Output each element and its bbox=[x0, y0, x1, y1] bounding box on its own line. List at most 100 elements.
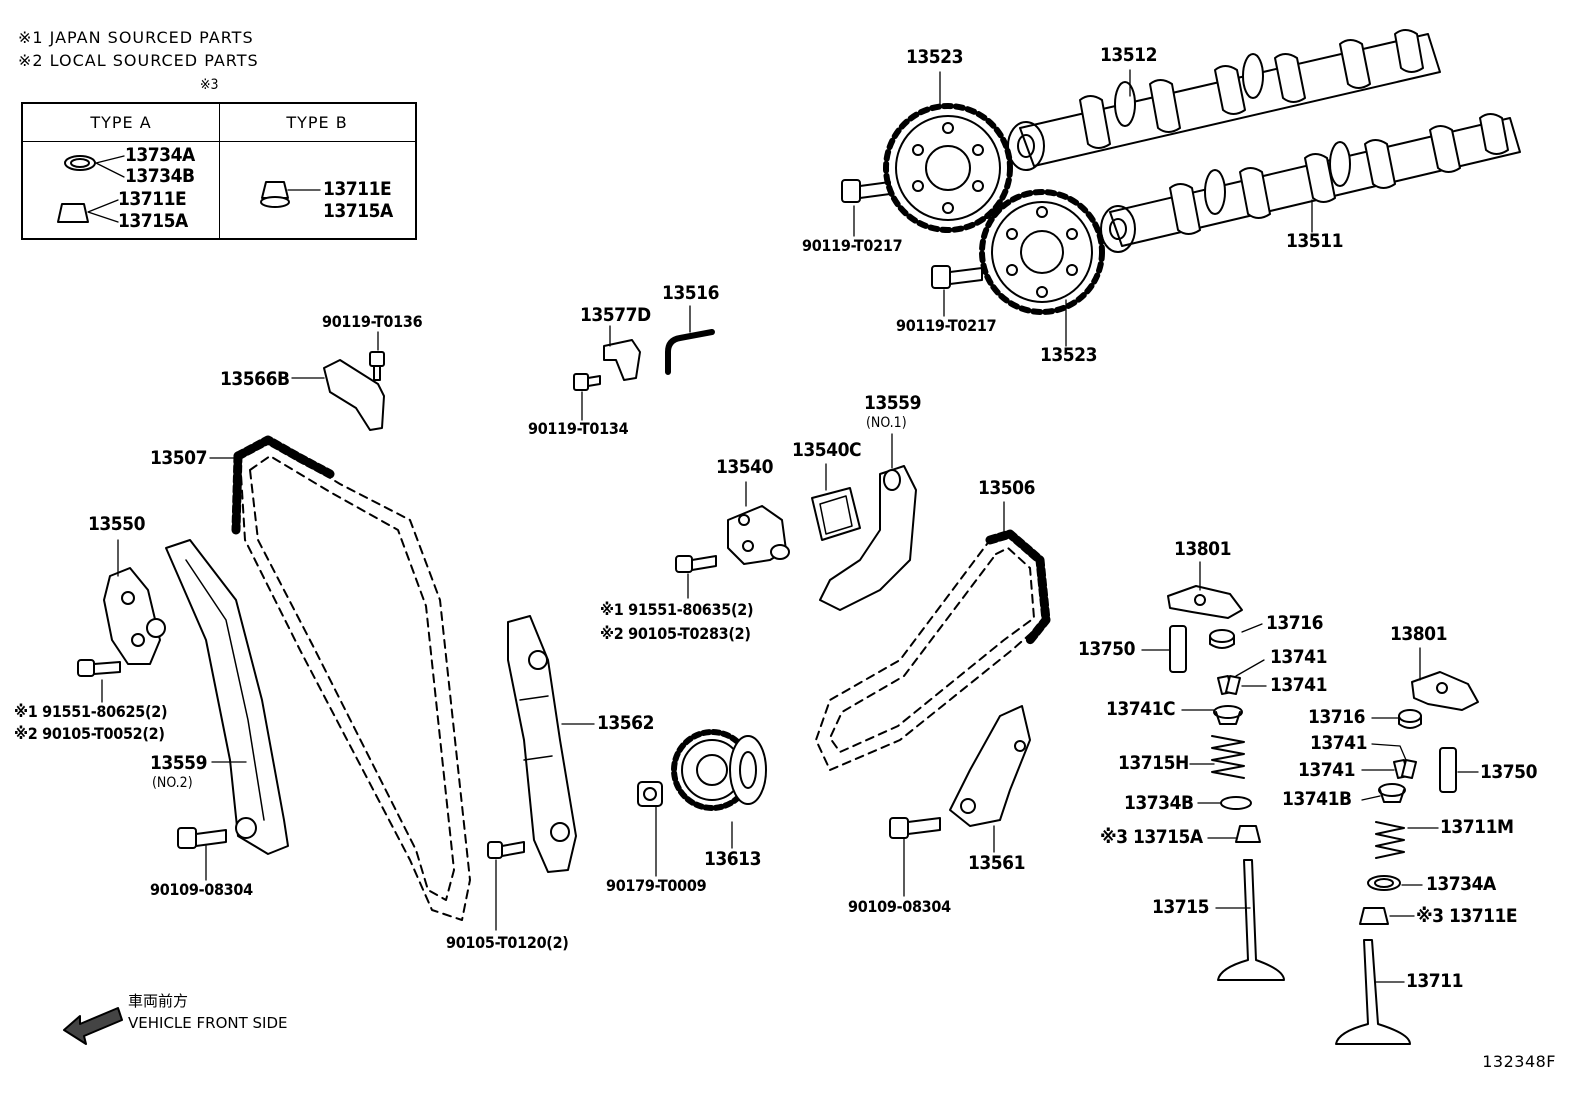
chain-slipper-13559-no2-drawing bbox=[165, 539, 289, 855]
stem-seal-13715a-drawing bbox=[1235, 825, 1261, 843]
cam-sprocket-upper-drawing bbox=[883, 103, 1013, 233]
gasket-13540c-drawing bbox=[811, 487, 861, 541]
vehicle-front-en: VEHICLE FRONT SIDE bbox=[128, 1014, 288, 1032]
part-label-13523-lower[interactable]: 13523 bbox=[1040, 344, 1097, 366]
part-label-13516[interactable]: 13516 bbox=[662, 282, 719, 304]
note-japan-sourced: ※1 JAPAN SOURCED PARTS bbox=[18, 28, 254, 47]
type-table-reference: ※3 bbox=[200, 77, 219, 93]
part-label-13715[interactable]: 13715 bbox=[1152, 896, 1209, 918]
rocker-arm-13801-left-drawing bbox=[1167, 585, 1243, 619]
part-label-13734b[interactable]: 13734B bbox=[1124, 792, 1194, 814]
rocker-arm-13801-right-drawing bbox=[1411, 671, 1479, 711]
type-a-part-2[interactable]: 13734B bbox=[125, 165, 195, 187]
spring-seat-13734a-drawing bbox=[1367, 875, 1401, 891]
part-label-no1: (NO.1) bbox=[866, 415, 907, 431]
part-label-13741-right-2[interactable]: 13741 bbox=[1298, 759, 1355, 781]
spring-retainer-13741b-drawing bbox=[1378, 783, 1406, 803]
part-label-13559-no1[interactable]: 13559 bbox=[864, 392, 921, 414]
part-label-13566b[interactable]: 13566B bbox=[220, 368, 290, 390]
stem-seal-13711e-drawing bbox=[1359, 907, 1389, 925]
part-label-13741c[interactable]: 13741C bbox=[1106, 698, 1176, 720]
leader-lines bbox=[87, 69, 1479, 983]
bracket-13577d-drawing bbox=[573, 339, 641, 391]
part-label-13801-left[interactable]: 13801 bbox=[1174, 538, 1231, 560]
timing-chain-13506-drawing bbox=[815, 529, 1051, 771]
part-label-13507[interactable]: 13507 bbox=[150, 447, 207, 469]
part-label-13523-upper[interactable]: 13523 bbox=[906, 46, 963, 68]
part-label-90109-08304-left[interactable]: 90109-08304 bbox=[150, 880, 253, 899]
type-a-part-1[interactable]: 13734A bbox=[125, 144, 195, 166]
type-table-icons bbox=[57, 155, 290, 223]
chain-tensioner-13540-drawing bbox=[727, 505, 790, 565]
type-table-divider bbox=[219, 104, 220, 238]
part-label-90119-t0136[interactable]: 90119-T0136 bbox=[322, 312, 423, 331]
crank-sprocket-13613-drawing bbox=[637, 729, 767, 811]
type-b-part-2[interactable]: 13715A bbox=[323, 200, 393, 222]
part-label-13716-left[interactable]: 13716 bbox=[1266, 612, 1323, 634]
type-b-header: TYPE B bbox=[219, 104, 415, 142]
camshaft-upper-drawing bbox=[1007, 29, 1441, 171]
part-label-13511[interactable]: 13511 bbox=[1286, 230, 1343, 252]
sprocket-bolt-lower-drawing bbox=[931, 265, 983, 289]
part-label-13711e[interactable]: ※3 13711E bbox=[1416, 905, 1518, 927]
part-label-13741-right-1[interactable]: 13741 bbox=[1310, 732, 1367, 754]
part-label-90119-t0217-lower[interactable]: 90119-T0217 bbox=[896, 316, 997, 335]
part-label-13512[interactable]: 13512 bbox=[1100, 44, 1157, 66]
chain-slipper-13559-no1-drawing bbox=[819, 465, 917, 611]
part-label-91551-80625[interactable]: ※1 91551-80625(2) bbox=[14, 702, 168, 721]
part-label-no2: (NO.2) bbox=[152, 775, 193, 791]
part-label-13613[interactable]: 13613 bbox=[704, 848, 761, 870]
sprocket-bolt-upper-drawing bbox=[841, 179, 891, 203]
camshaft-lower-drawing bbox=[1100, 113, 1521, 253]
part-label-13741-left-2[interactable]: 13741 bbox=[1270, 674, 1327, 696]
part-label-13562[interactable]: 13562 bbox=[597, 712, 654, 734]
note-local-sourced: ※2 LOCAL SOURCED PARTS bbox=[18, 51, 259, 70]
part-label-13716-right[interactable]: 13716 bbox=[1308, 706, 1365, 728]
valve-spring-13715h-drawing bbox=[1211, 735, 1245, 779]
part-label-90119-t0134[interactable]: 90119-T0134 bbox=[528, 419, 629, 438]
part-label-13540c[interactable]: 13540C bbox=[792, 439, 862, 461]
type-a-part-3[interactable]: 13711E bbox=[118, 188, 187, 210]
bracket-13566b-drawing bbox=[323, 351, 385, 431]
pipe-13516-drawing bbox=[665, 329, 715, 375]
part-label-13741-left-1[interactable]: 13741 bbox=[1270, 646, 1327, 668]
type-a-header: TYPE A bbox=[23, 104, 219, 142]
type-a-part-4[interactable]: 13715A bbox=[118, 210, 188, 232]
part-label-13750-left[interactable]: 13750 bbox=[1078, 638, 1135, 660]
part-label-13734a[interactable]: 13734A bbox=[1426, 873, 1496, 895]
part-label-90179-t0009[interactable]: 90179-T0009 bbox=[606, 876, 707, 895]
part-label-13577d[interactable]: 13577D bbox=[580, 304, 651, 326]
lash-adjuster-13750-left-drawing bbox=[1169, 625, 1187, 673]
type-table: TYPE A TYPE B bbox=[21, 102, 417, 240]
part-label-13561[interactable]: 13561 bbox=[968, 852, 1025, 874]
part-label-13801-right[interactable]: 13801 bbox=[1390, 623, 1447, 645]
valve-keeper-right-drawing bbox=[1393, 759, 1417, 779]
part-label-13711[interactable]: 13711 bbox=[1406, 970, 1463, 992]
part-label-13715h[interactable]: 13715H bbox=[1118, 752, 1189, 774]
valve-spring-13711m-drawing bbox=[1375, 821, 1405, 859]
part-label-13711m[interactable]: 13711M bbox=[1440, 816, 1514, 838]
part-label-13506[interactable]: 13506 bbox=[978, 477, 1035, 499]
source-notes: ※1 JAPAN SOURCED PARTS ※2 LOCAL SOURCED … bbox=[18, 26, 259, 72]
part-label-13715a[interactable]: ※3 13715A bbox=[1100, 826, 1203, 848]
type-b-part-1[interactable]: 13711E bbox=[323, 178, 392, 200]
part-label-13741b[interactable]: 13741B bbox=[1282, 788, 1352, 810]
part-label-90105-t0052[interactable]: ※2 90105-T0052(2) bbox=[14, 724, 165, 743]
part-label-13559-no2[interactable]: 13559 bbox=[150, 752, 207, 774]
part-label-13540[interactable]: 13540 bbox=[716, 456, 773, 478]
part-label-90119-t0217-upper[interactable]: 90119-T0217 bbox=[802, 236, 903, 255]
part-label-90105-t0120[interactable]: 90105-T0120(2) bbox=[446, 933, 569, 952]
intake-valve-13715-drawing bbox=[1217, 859, 1285, 981]
timing-chain-13507-drawing bbox=[231, 435, 471, 921]
part-label-91551-80635[interactable]: ※1 91551-80635(2) bbox=[600, 600, 754, 619]
part-label-13750-right[interactable]: 13750 bbox=[1480, 761, 1537, 783]
vehicle-front-jp: 車両前方 bbox=[128, 992, 189, 1010]
part-label-90109-08304-right[interactable]: 90109-08304 bbox=[848, 897, 951, 916]
front-arrow-icon bbox=[63, 1007, 123, 1045]
part-label-13550[interactable]: 13550 bbox=[88, 513, 145, 535]
valve-stem-cap-13716-left-drawing bbox=[1209, 629, 1235, 649]
part-label-90105-t0283[interactable]: ※2 90105-T0283(2) bbox=[600, 624, 751, 643]
lash-adjuster-13750-right-drawing bbox=[1439, 747, 1457, 793]
bolt-drawings bbox=[77, 555, 941, 859]
